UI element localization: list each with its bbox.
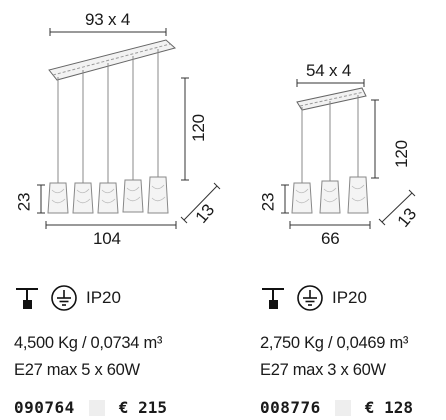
product-card-008776: 54 x 4 120 23 66 13 IP20 2,750 Kg / 0,04…: [240, 0, 446, 420]
height-label: 120: [391, 140, 411, 168]
ceiling-canopy: [296, 87, 367, 111]
glass-shades: [47, 176, 169, 214]
product-drawing-5-light: [37, 28, 221, 229]
height-dimension-line: [181, 77, 189, 181]
bottom-width-dimension-line: [289, 221, 371, 229]
bulb-spec: E27 max 5 x 60W: [14, 361, 140, 379]
glass-shades: [291, 176, 369, 214]
top-width-dimension-line: [296, 79, 365, 87]
suspension-wires: [301, 95, 359, 183]
certification-symbols: IP20: [260, 283, 367, 313]
product-card-090764: 93 x 4 120 23 104 13 IP20 4,500 Kg / 0,0…: [14, 10, 221, 417]
bottom-width-label: 66: [321, 229, 340, 248]
product-code: 008776: [260, 398, 321, 417]
price-marker-box: [88, 399, 105, 416]
code-price-row: 090764 € 215: [14, 398, 167, 417]
ceiling-mount-icon: [16, 288, 38, 309]
shade-height-label: 23: [258, 192, 278, 212]
shade-height-dimension-line: [37, 184, 45, 214]
code-price-row: 008776 € 128: [260, 398, 413, 417]
ceiling-mount-icon: [262, 288, 284, 309]
shade-texture: [51, 184, 166, 204]
shade-texture: [295, 184, 366, 204]
suspension-wires: [57, 49, 159, 183]
weight-volume: 2,750 Kg / 0,0469 m³: [260, 334, 409, 352]
top-width-dimension-line: [49, 28, 167, 36]
weight-volume: 4,500 Kg / 0,0734 m³: [14, 334, 163, 352]
earth-ground-icon: [51, 285, 77, 311]
certification-symbols: IP20: [14, 283, 121, 313]
bottom-width-label: 104: [93, 229, 121, 248]
height-label: 120: [188, 114, 208, 142]
depth-dimension-line: [378, 189, 416, 226]
price-marker-box: [334, 399, 351, 416]
shade-height-dimension-line: [281, 184, 289, 214]
earth-ground-icon: [297, 285, 323, 311]
height-dimension-line: [371, 99, 379, 179]
depth-dimension-line: [180, 182, 221, 224]
ceiling-canopy: [48, 39, 177, 81]
product-price: € 128: [364, 398, 413, 417]
product-drawing-3-light: [281, 79, 416, 229]
ip-rating: IP20: [86, 288, 121, 307]
top-width-label: 93 x 4: [85, 10, 131, 29]
top-width-label: 54 x 4: [306, 61, 352, 80]
shade-height-label: 23: [14, 192, 34, 212]
bottom-width-dimension-line: [45, 221, 177, 229]
product-code: 090764: [14, 398, 75, 417]
ip-rating: IP20: [332, 288, 367, 307]
product-price: € 215: [118, 398, 167, 417]
bulb-spec: E27 max 3 x 60W: [260, 361, 386, 379]
